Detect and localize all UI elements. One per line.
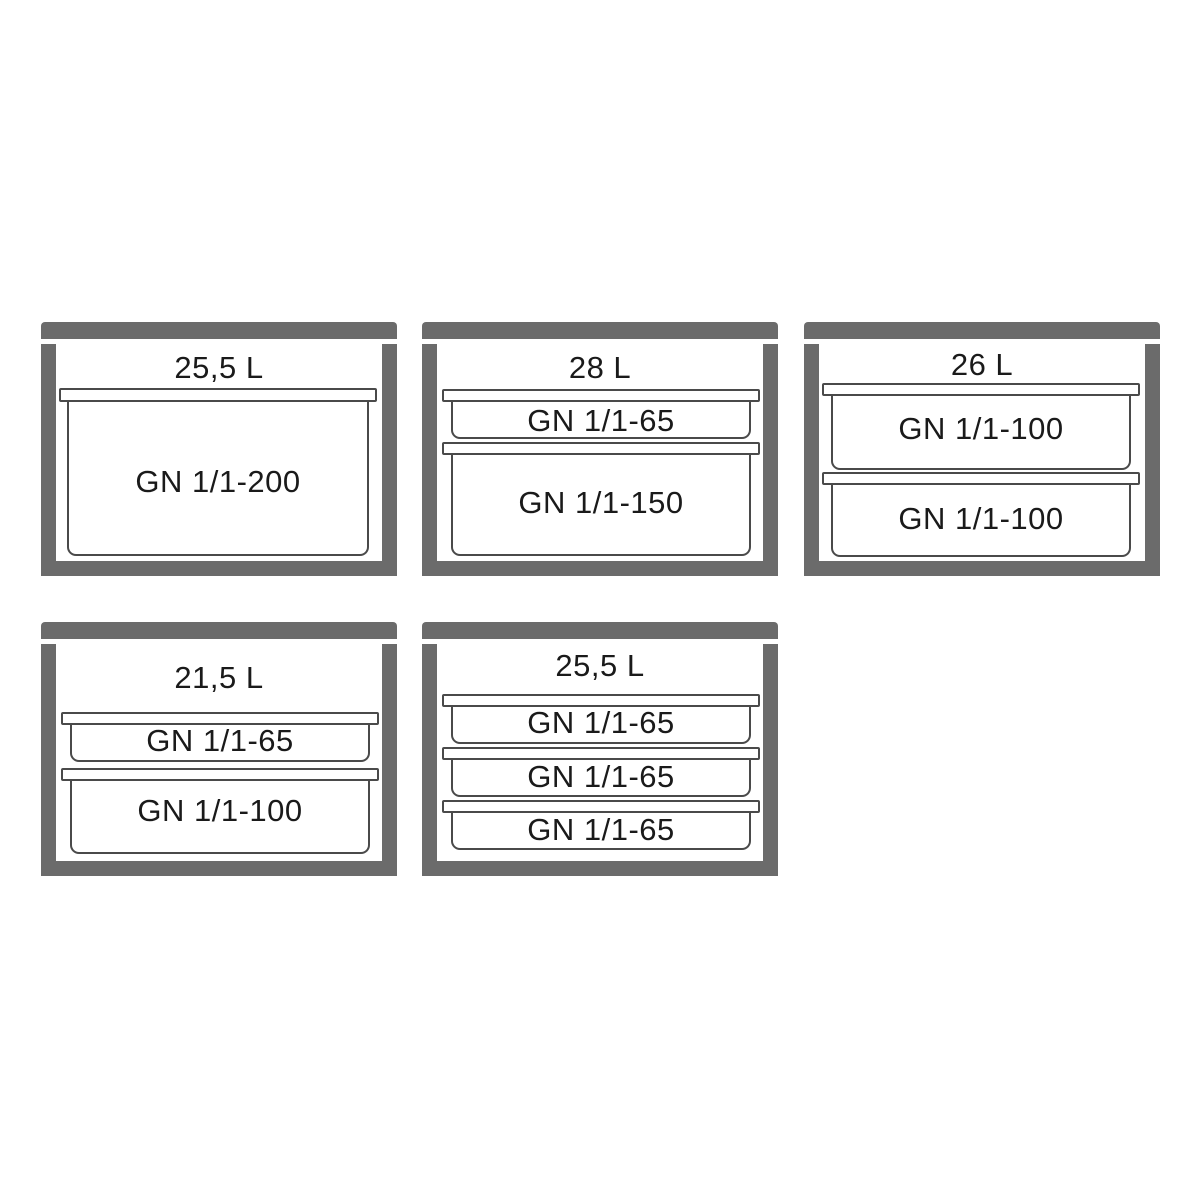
pan-label: GN 1/1-100 (898, 501, 1064, 536)
container-right-wall (763, 644, 778, 876)
pan-rim (442, 694, 760, 707)
container-right-wall (763, 344, 778, 576)
container-1: 25,5 L GN 1/1-200 (41, 322, 397, 576)
gn-pan: GN 1/1-65 (442, 747, 760, 797)
pan-body (451, 402, 751, 439)
pan-rim (61, 768, 379, 781)
container-lid (422, 622, 778, 639)
pan-label: GN 1/1-65 (527, 759, 675, 794)
container-lid (41, 622, 397, 639)
pan-label: GN 1/1-200 (135, 464, 301, 499)
container-right-wall (382, 344, 397, 576)
pan-label: GN 1/1-65 (527, 705, 675, 740)
container-floor (804, 561, 1160, 576)
pan-label: GN 1/1-100 (137, 793, 303, 828)
pan-label: GN 1/1-150 (518, 485, 684, 520)
capacity-label: 21,5 L (174, 660, 264, 695)
container-left-wall (41, 644, 56, 876)
pan-rim (59, 388, 377, 402)
container-lid (804, 322, 1160, 339)
pan-label: GN 1/1-100 (898, 411, 1064, 446)
capacity-label: 25,5 L (555, 648, 645, 683)
gn-pan: GN 1/1-100 (61, 768, 379, 854)
pan-body (451, 707, 751, 744)
container-left-wall (41, 344, 56, 576)
gn-pan: GN 1/1-150 (442, 442, 760, 558)
container-floor (41, 861, 397, 876)
gn-pan: GN 1/1-65 (442, 389, 760, 441)
container-right-wall (382, 644, 397, 876)
pan-body (831, 485, 1131, 557)
container-4: 21,5 L GN 1/1-65 GN 1/1-100 (41, 622, 397, 876)
pan-rim (442, 389, 760, 402)
pan-body (451, 813, 751, 850)
pan-body (451, 760, 751, 797)
pan-rim (822, 383, 1140, 396)
container-2: 28 L GN 1/1-65 GN 1/1-150 (422, 322, 778, 576)
container-floor (422, 861, 778, 876)
container-lid (422, 322, 778, 339)
container-right-wall (1145, 344, 1160, 576)
gn-pan: GN 1/1-65 (442, 800, 760, 850)
gn-pan: GN 1/1-65 (442, 694, 760, 744)
gn-pan: GN 1/1-100 (822, 383, 1140, 470)
container-left-wall (422, 344, 437, 576)
container-5: 25,5 L GN 1/1-65 GN 1/1-65 GN 1/1-65 (422, 622, 778, 876)
pan-rim (442, 747, 760, 760)
capacity-label: 25,5 L (174, 350, 264, 385)
container-left-wall (422, 644, 437, 876)
pan-body (70, 725, 370, 762)
gn-pan: GN 1/1-200 (59, 388, 377, 556)
container-lid (41, 322, 397, 339)
gn-pan: GN 1/1-65 (61, 712, 379, 762)
pan-label: GN 1/1-65 (146, 723, 294, 758)
capacity-label: 28 L (568, 350, 632, 385)
gn-pan: GN 1/1-100 (822, 472, 1140, 557)
container-3: 26 L GN 1/1-100 GN 1/1-100 (804, 322, 1160, 576)
container-floor (41, 561, 397, 576)
pan-body (831, 396, 1131, 470)
pan-label: GN 1/1-65 (527, 812, 675, 847)
container-left-wall (804, 344, 819, 576)
pan-rim (822, 472, 1140, 485)
pan-body (70, 781, 370, 854)
capacity-label: 26 L (950, 347, 1014, 382)
pan-rim (442, 800, 760, 813)
pan-body (67, 402, 369, 556)
pan-label: GN 1/1-65 (527, 403, 675, 438)
container-floor (422, 561, 778, 576)
pan-rim (442, 442, 760, 455)
pan-rim (61, 712, 379, 725)
pan-body (451, 455, 751, 556)
